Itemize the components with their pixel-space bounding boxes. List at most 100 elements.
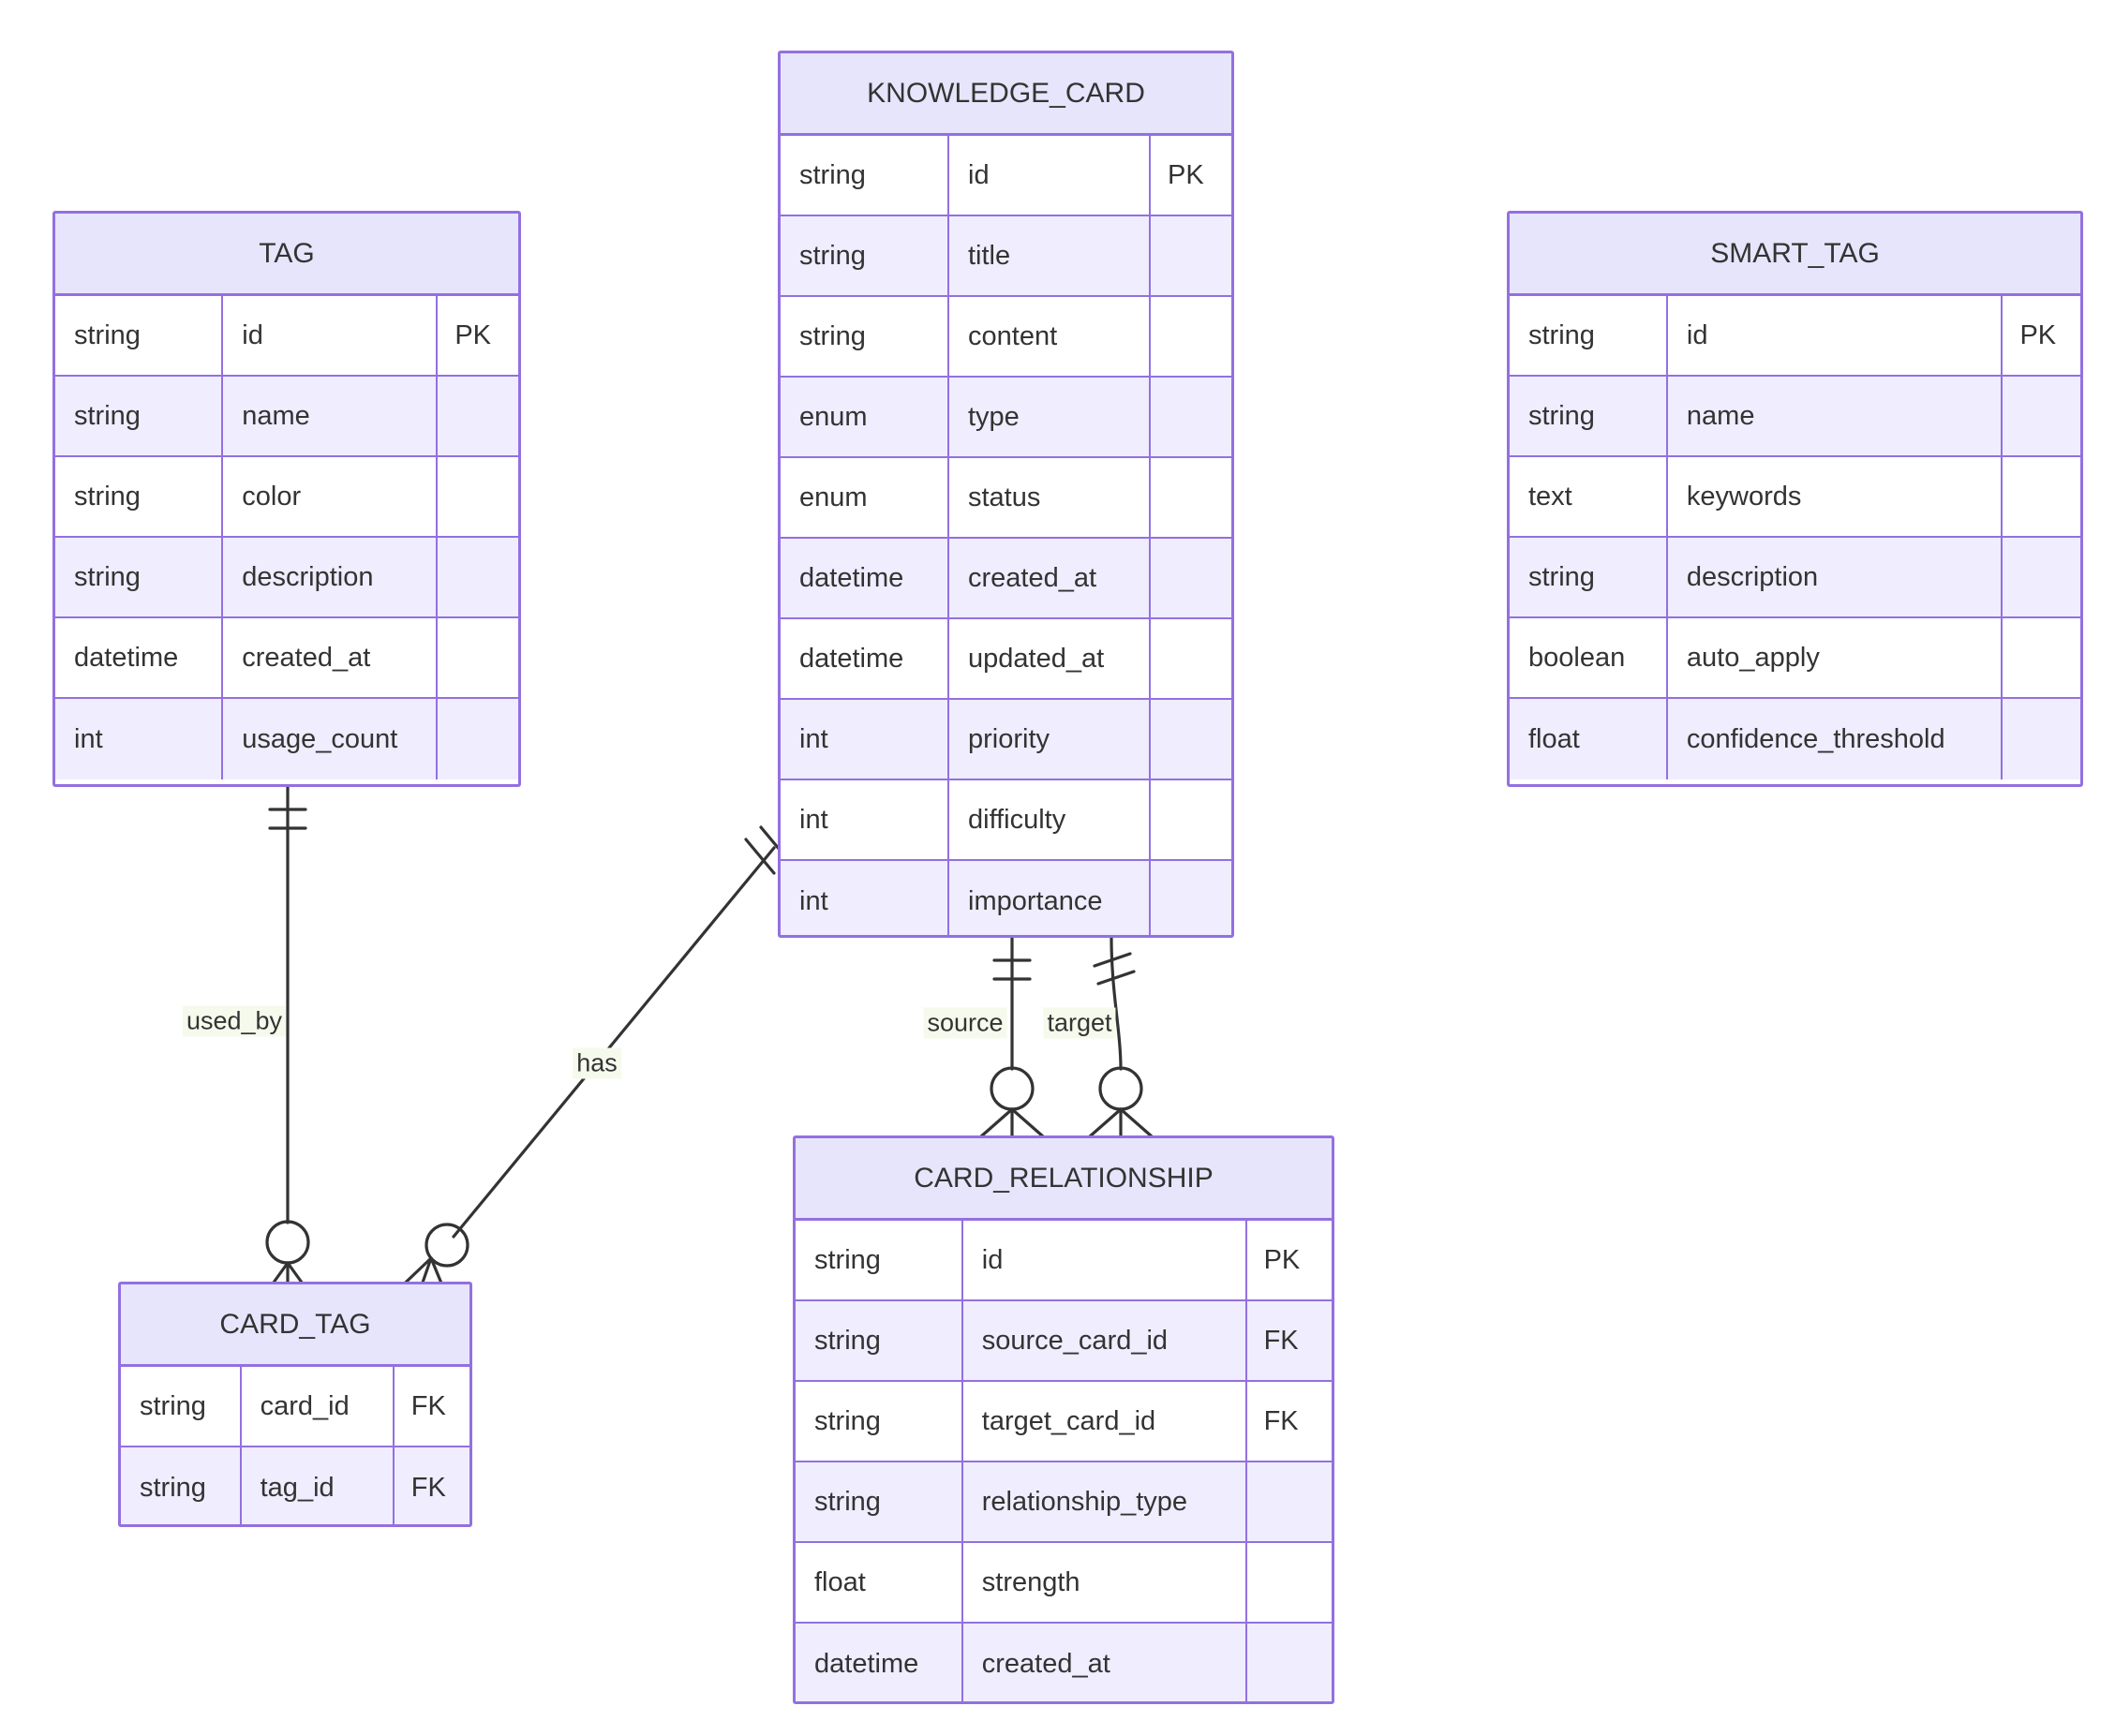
attribute-key: PK — [1263, 1244, 1301, 1275]
attribute-type: string — [796, 1462, 963, 1541]
attribute-key — [1151, 780, 1231, 859]
attribute-name: difficulty — [949, 780, 1151, 859]
relationship-label-used_by: used_by — [182, 1005, 287, 1037]
attribute-key — [2003, 538, 2080, 616]
entity-title-smart_tag: SMART_TAG — [1510, 214, 2080, 296]
attribute-name: name — [1668, 377, 2003, 455]
attribute-type: boolean — [1510, 618, 1668, 697]
attribute-name: description — [223, 538, 439, 616]
attribute-key — [438, 538, 518, 616]
attribute-type: string — [1510, 296, 1668, 375]
attribute-type: string — [55, 296, 224, 375]
attribute-name: auto_apply — [1668, 618, 2003, 697]
attribute-type: int — [781, 700, 949, 779]
attribute-key — [1151, 458, 1231, 537]
entity-title-knowledge_card: KNOWLEDGE_CARD — [781, 53, 1231, 136]
attribute-type: int — [55, 699, 224, 779]
attribute-name: importance — [949, 861, 1151, 935]
attribute-name: tag_id — [242, 1447, 395, 1524]
attribute-type: string — [781, 216, 949, 295]
entity-title-tag: TAG — [55, 214, 518, 296]
attribute-type: datetime — [796, 1624, 963, 1701]
attribute-key — [438, 699, 518, 779]
attribute-name: relationship_type — [963, 1462, 1247, 1541]
attribute-key: FK — [410, 1472, 446, 1503]
attribute-key — [2003, 457, 2080, 536]
attribute-type: string — [796, 1382, 963, 1461]
attribute-type: enum — [781, 458, 949, 537]
attribute-key: FK — [1263, 1325, 1299, 1356]
attribute-type: int — [781, 861, 949, 935]
attribute-key — [1151, 378, 1231, 456]
attribute-key — [438, 618, 518, 697]
attribute-key — [1151, 700, 1231, 779]
relationship-label-has: has — [573, 1047, 621, 1079]
attribute-type: string — [55, 538, 224, 616]
attribute-type: string — [1510, 377, 1668, 455]
attribute-key — [438, 457, 518, 536]
attribute-name: created_at — [949, 539, 1151, 617]
attribute-key: PK — [454, 319, 491, 350]
attribute-name: id — [949, 136, 1151, 215]
attribute-name: status — [949, 458, 1151, 537]
attribute-key — [1151, 861, 1231, 935]
attribute-name: id — [1668, 296, 2003, 375]
entity-title-card_relationship: CARD_RELATIONSHIP — [796, 1138, 1332, 1221]
attribute-name: created_at — [963, 1624, 1247, 1701]
attribute-key — [1151, 539, 1231, 617]
attribute-key — [1247, 1543, 1332, 1622]
attribute-name: card_id — [242, 1367, 395, 1446]
attribute-name: keywords — [1668, 457, 2003, 536]
attribute-key — [2003, 377, 2080, 455]
attribute-key: FK — [410, 1390, 446, 1421]
attribute-type: string — [121, 1367, 242, 1446]
attribute-key: FK — [1263, 1405, 1299, 1436]
attribute-key — [438, 377, 518, 455]
attribute-name: title — [949, 216, 1151, 295]
attribute-type: float — [1510, 699, 1668, 779]
attribute-type: datetime — [781, 539, 949, 617]
attribute-name: usage_count — [223, 699, 439, 779]
attribute-key — [2003, 618, 2080, 697]
relationship-label-source: source — [923, 1007, 1007, 1039]
attribute-key — [1247, 1462, 1332, 1541]
attribute-key — [2003, 699, 2080, 779]
attribute-type: string — [55, 377, 224, 455]
attribute-type: float — [796, 1543, 963, 1622]
attribute-type: string — [121, 1447, 242, 1524]
attribute-name: updated_at — [949, 619, 1151, 698]
attribute-type: datetime — [781, 619, 949, 698]
attribute-name: confidence_threshold — [1668, 699, 2003, 779]
attribute-name: content — [949, 297, 1151, 376]
attribute-type: int — [781, 780, 949, 859]
